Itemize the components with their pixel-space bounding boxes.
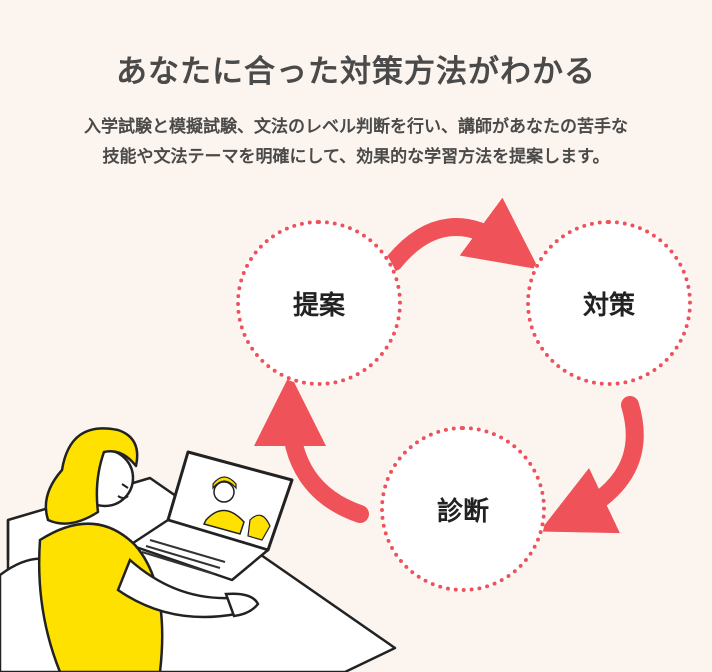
arrow-measures-to-diagnosis xyxy=(539,396,644,534)
cycle-node-proposal: 提案 xyxy=(236,220,402,386)
page-title: あなたに合った対策方法がわかる xyxy=(116,54,596,90)
description-line-2: 技能や文法テーマを明確にして、効果的な学習方法を提案します。 xyxy=(102,147,610,167)
description-line-1: 入学試験と模擬試験、文法のレベル判断を行い、講師があなたの苦手な xyxy=(84,117,628,137)
cycle-node-diagnosis: 診断 xyxy=(380,426,546,592)
cycle-node-measures: 対策 xyxy=(526,220,692,386)
arrow-diagnosis-to-proposal xyxy=(254,374,369,523)
arrow-proposal-to-measures xyxy=(385,197,539,271)
description: 入学試験と模擬試験、文法のレベル判断を行い、講師があなたの苦手な 技能や文法テー… xyxy=(0,112,712,172)
